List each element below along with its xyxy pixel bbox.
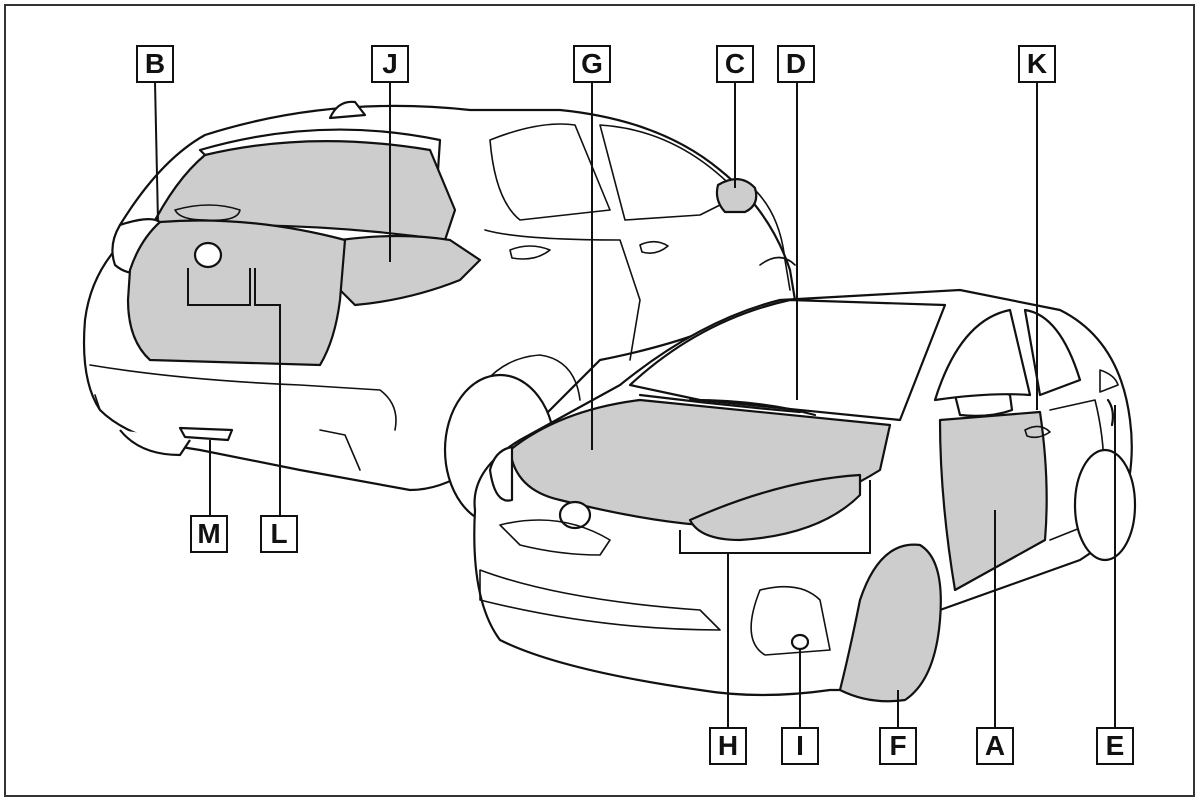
callout-m: M <box>190 515 228 553</box>
callout-l: L <box>260 515 298 553</box>
callout-f: F <box>879 727 917 765</box>
leader-lines <box>154 81 1116 727</box>
callout-h: H <box>709 727 747 765</box>
rear-car <box>82 100 797 527</box>
callout-k: K <box>1018 45 1056 83</box>
callout-g: G <box>573 45 611 83</box>
callout-d: D <box>777 45 815 83</box>
callout-c: C <box>716 45 754 83</box>
callout-i: I <box>781 727 819 765</box>
callout-b: B <box>136 45 174 83</box>
callout-a: A <box>976 727 1014 765</box>
callout-e: E <box>1096 727 1134 765</box>
callout-j: J <box>371 45 409 83</box>
front-car <box>473 288 1137 703</box>
